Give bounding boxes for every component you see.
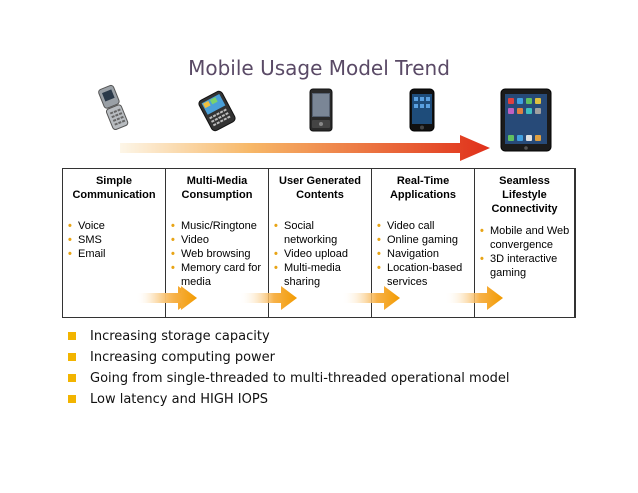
list-item: Video <box>171 233 266 247</box>
page-title: Mobile Usage Model Trend <box>188 56 450 80</box>
list-item: 3D interactive gaming <box>480 252 572 280</box>
iphone-icon <box>409 88 435 132</box>
column-heading: Lifestyle <box>502 189 547 201</box>
key-points-list: Increasing storage capacity Increasing c… <box>68 326 510 410</box>
list-item: Voice <box>68 219 163 233</box>
bullet-square-icon <box>68 395 76 403</box>
column-heading: User Generated <box>279 175 361 187</box>
bullet-square-icon <box>68 332 76 340</box>
step-arrow-icon <box>342 286 400 310</box>
list-item: Increasing computing power <box>68 347 510 368</box>
step-arrow-icon <box>139 286 197 310</box>
touch-phone-icon <box>309 88 333 132</box>
usage-model-table: Simple Communication Voice SMS Email Mul… <box>62 168 576 318</box>
list-item: Music/Ringtone <box>171 219 266 233</box>
list-item: Web browsing <box>171 247 266 261</box>
column-heading: Communication <box>72 189 156 201</box>
column-heading: Connectivity <box>491 203 558 215</box>
bullet-text: Going from single-threaded to multi-thre… <box>90 371 510 386</box>
list-item: SMS <box>68 233 163 247</box>
column-list: Mobile and Web convergence 3D interactiv… <box>475 224 574 280</box>
list-item: Mobile and Web convergence <box>480 224 572 252</box>
tablet-icon <box>500 88 552 152</box>
column-heading: Simple <box>95 175 133 187</box>
column-heading: Consumption <box>181 189 253 201</box>
list-item: Navigation <box>377 247 472 261</box>
column-heading: Multi-Media <box>186 175 248 187</box>
column-user-generated-contents: User Generated Contents Social networkin… <box>239 169 372 317</box>
list-item: Memory card for media <box>171 261 266 289</box>
list-item: Multi-media sharing <box>274 261 369 289</box>
list-item: Online gaming <box>377 233 472 247</box>
list-item: Increasing storage capacity <box>68 326 510 347</box>
trend-arrow <box>120 135 490 161</box>
column-list: Social networking Video upload Multi-med… <box>269 219 371 289</box>
column-list: Voice SMS Email <box>63 219 165 261</box>
column-heading: Applications <box>389 189 456 201</box>
column-heading: Contents <box>296 189 344 201</box>
column-seamless-lifestyle-connectivity: Seamless Lifestyle Connectivity Mobile a… <box>445 169 575 317</box>
flip-phone-icon <box>98 84 129 130</box>
bullet-text: Low latency and HIGH IOPS <box>90 392 268 407</box>
bullet-text: Increasing storage capacity <box>90 329 270 344</box>
bullet-text: Increasing computing power <box>90 350 276 365</box>
bullet-square-icon <box>68 374 76 382</box>
column-heading: Seamless <box>499 175 550 187</box>
column-list: Music/Ringtone Video Web browsing Memory… <box>166 219 268 289</box>
list-item: Email <box>68 247 163 261</box>
smartphone-keyboard-icon <box>198 90 236 132</box>
column-heading: Real-Time <box>396 175 450 187</box>
step-arrow-icon <box>445 286 503 310</box>
list-item: Location-based services <box>377 261 472 289</box>
list-item: Low latency and HIGH IOPS <box>68 389 510 410</box>
column-list: Video call Online gaming Navigation Loca… <box>372 219 474 289</box>
list-item: Going from single-threaded to multi-thre… <box>68 368 510 389</box>
column-simple-communication: Simple Communication Voice SMS Email <box>63 169 166 317</box>
column-real-time-applications: Real-Time Applications Video call Online… <box>342 169 475 317</box>
list-item: Social networking <box>274 219 369 247</box>
list-item: Video call <box>377 219 472 233</box>
list-item: Video upload <box>274 247 369 261</box>
bullet-square-icon <box>68 353 76 361</box>
step-arrow-icon <box>239 286 297 310</box>
